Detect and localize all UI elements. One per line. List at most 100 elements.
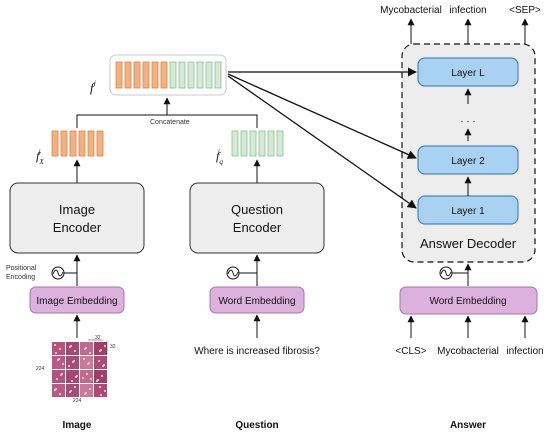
question-embedding-box <box>209 286 305 314</box>
input-tokens: <CLS> Mycobacterial infection <box>395 346 543 357</box>
image-encoder-label-2: Encoder <box>53 220 102 235</box>
fused-orange-bar <box>151 61 159 89</box>
patch-texture <box>57 357 61 361</box>
patch-texture <box>99 393 103 397</box>
patch-texture <box>85 372 89 376</box>
question-feature-bars <box>231 130 284 157</box>
question-feature-bar <box>231 130 239 157</box>
image-feature-bar <box>60 130 68 157</box>
image-encoder-label-1: Image <box>59 202 95 217</box>
image-patch <box>52 370 65 383</box>
positional-encoding-label-1: Positional <box>6 265 37 272</box>
fused-green-bar <box>214 61 222 89</box>
patch-texture <box>97 359 101 363</box>
patch-texture <box>61 362 65 366</box>
patch-texture <box>73 349 77 353</box>
section-question: Question <box>235 420 278 431</box>
image-patch <box>52 384 65 397</box>
fused-green-bar <box>169 61 177 89</box>
patch-texture <box>84 346 88 350</box>
section-answer: Answer <box>450 420 486 431</box>
patch-texture <box>98 385 102 389</box>
layer-1-label: Layer 1 <box>451 206 485 217</box>
fused-to-layer-1-arrow <box>227 75 417 209</box>
layer-2-label: Layer 2 <box>451 156 485 167</box>
patch-texture <box>54 351 58 355</box>
answer-decoder-label: Answer Decoder <box>420 236 517 251</box>
question-embedding-label: Word Embedding <box>218 296 295 307</box>
image-feature-bar <box>96 130 104 157</box>
question-feature-bar <box>276 130 284 157</box>
patch-size-label: 32 <box>95 335 101 341</box>
answer-embedding-label: Word Embedding <box>429 296 506 307</box>
patch-texture <box>72 359 76 363</box>
question-encoder-box <box>189 182 325 254</box>
image-patch <box>80 384 93 397</box>
question-positional-icon <box>226 266 240 280</box>
image-patch <box>66 384 79 397</box>
patch-texture <box>58 347 62 351</box>
concatenate-label: Concatenate <box>150 119 190 126</box>
question-feature-bar <box>249 130 257 157</box>
patch-texture <box>81 376 85 380</box>
output-tokens: Mycobacterial infection <SEP> <box>380 5 541 16</box>
layer-dots: · · · <box>460 116 476 127</box>
image-encoder-box <box>9 182 145 254</box>
fused-green-bar <box>187 61 195 89</box>
patch-texture <box>73 385 77 389</box>
image-patch <box>94 356 107 369</box>
patch-texture <box>88 351 92 355</box>
patch-texture <box>54 387 58 391</box>
patch-texture <box>69 344 73 348</box>
fused-green-bar <box>205 61 213 89</box>
patch-texture <box>88 387 92 391</box>
patch-texture <box>67 364 71 368</box>
question-feature-bar <box>267 130 275 157</box>
fused-orange-bar <box>142 61 150 89</box>
patch-texture <box>84 391 88 395</box>
patch-texture <box>103 389 107 393</box>
output-token-3: <SEP> <box>509 5 541 16</box>
fused-to-layer-2-arrow <box>227 73 417 159</box>
image-patch <box>66 342 79 355</box>
layer-2-box <box>417 145 519 175</box>
patch-texture <box>96 378 100 382</box>
fused-green-bar <box>178 61 186 89</box>
image-patch <box>66 370 79 383</box>
question-input-text: Where is increased fibrosis? <box>194 346 320 357</box>
patch-size-v-label: 32 <box>110 344 116 350</box>
fused-feature-label: fi <box>90 79 96 95</box>
layer-l-label: Layer L <box>451 68 485 79</box>
question-encoder-label-2: Encoder <box>233 220 282 235</box>
patch-texture <box>69 389 73 393</box>
image-feature-bar <box>69 130 77 157</box>
patch-texture <box>100 374 104 378</box>
image-width-label: 224 <box>73 398 82 404</box>
image-height-label: 224 <box>36 366 45 372</box>
image-embedding-box <box>29 286 125 314</box>
positional-encoding-label-2: Encoding <box>6 274 35 281</box>
question-encoder-label-1: Question <box>231 202 283 217</box>
answer-positional-icon <box>439 266 453 280</box>
positional-encoding-icon <box>51 266 65 280</box>
image-feature-bar <box>78 130 86 157</box>
input-token-1: <CLS> <box>395 346 426 357</box>
output-token-2: infection <box>449 5 486 16</box>
image-feature-label: fXi <box>36 148 44 166</box>
fused-orange-bar <box>160 61 168 89</box>
image-feature-bar <box>51 130 59 157</box>
patch-texture <box>87 361 91 365</box>
fused-orange-bar <box>133 61 141 89</box>
image-embedding-label: Image Embedding <box>36 296 117 307</box>
fused-orange-bar <box>115 61 123 89</box>
fused-orange-bar <box>124 61 132 89</box>
patch-texture <box>55 377 59 381</box>
output-token-1: Mycobacterial <box>380 5 442 16</box>
question-feature-bar <box>240 130 248 157</box>
image-patch <box>94 384 107 397</box>
patch-texture <box>102 363 106 367</box>
patch-texture <box>53 343 57 347</box>
question-feature-bar <box>258 130 266 157</box>
image-patch <box>52 356 65 369</box>
